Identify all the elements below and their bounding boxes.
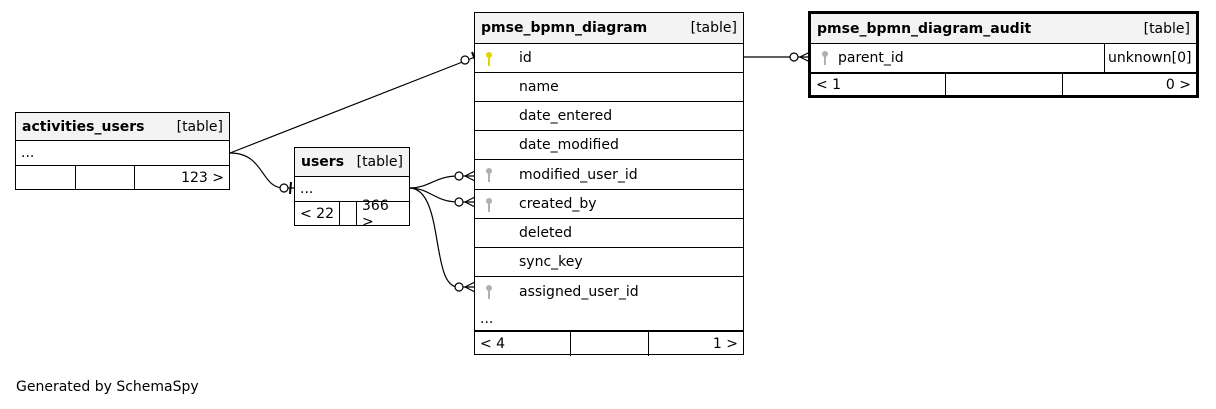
column-name: modified_user_id — [519, 166, 638, 183]
footer-middle — [571, 332, 649, 356]
footer-parents: < 4 — [475, 332, 571, 356]
footer-parents: < 22 — [295, 202, 340, 225]
column-row-created-by[interactable]: created_by — [475, 190, 743, 219]
table-type: [table] — [690, 20, 737, 36]
footer-middle — [946, 74, 1063, 96]
column-row-date-modified[interactable]: date_modified — [475, 131, 743, 160]
link-users-to-created-by — [408, 187, 475, 203]
column-row-id[interactable]: id — [475, 44, 743, 73]
link-users-to-assigned-user-id — [408, 187, 475, 288]
footer-children: 366 > — [362, 197, 389, 230]
primary-key-icon — [486, 52, 492, 66]
link-activities-users-to-diagram-id — [229, 56, 476, 154]
column-name: created_by — [519, 196, 597, 212]
foreign-key-icon — [486, 198, 492, 212]
more-columns-row: ... — [16, 141, 229, 166]
footer-middle — [76, 166, 135, 189]
footer-children: 0 > — [1165, 77, 1191, 93]
more-columns-row: ... — [475, 307, 743, 331]
column-name: date_modified — [519, 137, 619, 153]
table-pmse-bpmn-diagram-audit[interactable]: pmse_bpmn_diagram_audit [table] parent_i… — [808, 11, 1199, 98]
column-name: name — [519, 79, 559, 95]
link-optional-marker — [460, 55, 470, 65]
table-footer: 123 > — [16, 166, 229, 189]
column-name: deleted — [519, 225, 572, 241]
link-activities-users-to-users — [229, 152, 295, 189]
column-name: id — [519, 50, 532, 66]
table-header: pmse_bpmn_diagram [table] — [475, 13, 743, 44]
more-columns: ... — [300, 181, 314, 197]
column-row-date-entered[interactable]: date_entered — [475, 102, 743, 131]
footer-parents: < 1 — [811, 74, 946, 96]
column-row-sync-key[interactable]: sync_key — [475, 248, 743, 277]
table-footer: < 22 366 > — [295, 197, 409, 230]
footer-middle — [340, 202, 357, 225]
footer-children: 1 > — [712, 336, 738, 352]
column-name: date_entered — [519, 108, 613, 124]
foreign-key-icon — [486, 285, 492, 299]
column-type: unknown[0] — [1104, 44, 1191, 72]
table-type: [table] — [356, 154, 403, 170]
foreign-key-icon — [822, 51, 828, 65]
table-header: pmse_bpmn_diagram_audit [table] — [811, 14, 1196, 44]
table-footer: < 4 1 > — [475, 331, 743, 356]
table-type: [table] — [1143, 20, 1190, 37]
column-name: parent_id — [838, 50, 904, 66]
column-name: assigned_user_id — [519, 284, 639, 300]
table-users[interactable]: users [table] ... < 22 366 > — [294, 147, 410, 230]
generated-by-label: Generated by SchemaSpy — [16, 379, 199, 395]
column-row-parent-id[interactable]: parent_id unknown[0] — [811, 44, 1196, 73]
table-type: [table] — [176, 118, 223, 135]
footer-children: 123 > — [181, 169, 224, 186]
column-row-modified-user-id[interactable]: modified_user_id — [475, 160, 743, 190]
more-columns: ... — [480, 310, 494, 327]
foreign-key-icon — [486, 168, 492, 182]
footer-parents — [16, 166, 76, 189]
table-name: users — [301, 154, 345, 170]
link-users-to-modified-user-id — [408, 175, 475, 189]
table-header: users [table] — [295, 148, 409, 177]
table-activities-users[interactable]: activities_users [table] ... 123 > — [15, 112, 230, 190]
table-name: pmse_bpmn_diagram — [481, 20, 648, 36]
column-row-deleted[interactable]: deleted — [475, 219, 743, 248]
more-columns-row: ... — [295, 177, 409, 202]
table-name: pmse_bpmn_diagram_audit — [817, 20, 1032, 37]
table-header: activities_users [table] — [16, 113, 229, 141]
column-row-assigned-user-id[interactable]: assigned_user_id — [475, 277, 743, 307]
table-footer: < 1 0 > — [811, 73, 1196, 96]
table-pmse-bpmn-diagram[interactable]: pmse_bpmn_diagram [table] id name date_ent… — [474, 12, 744, 356]
more-columns: ... — [21, 145, 35, 161]
table-name: activities_users — [22, 118, 145, 135]
column-name: sync_key — [519, 254, 583, 270]
column-row-name[interactable]: name — [475, 73, 743, 102]
